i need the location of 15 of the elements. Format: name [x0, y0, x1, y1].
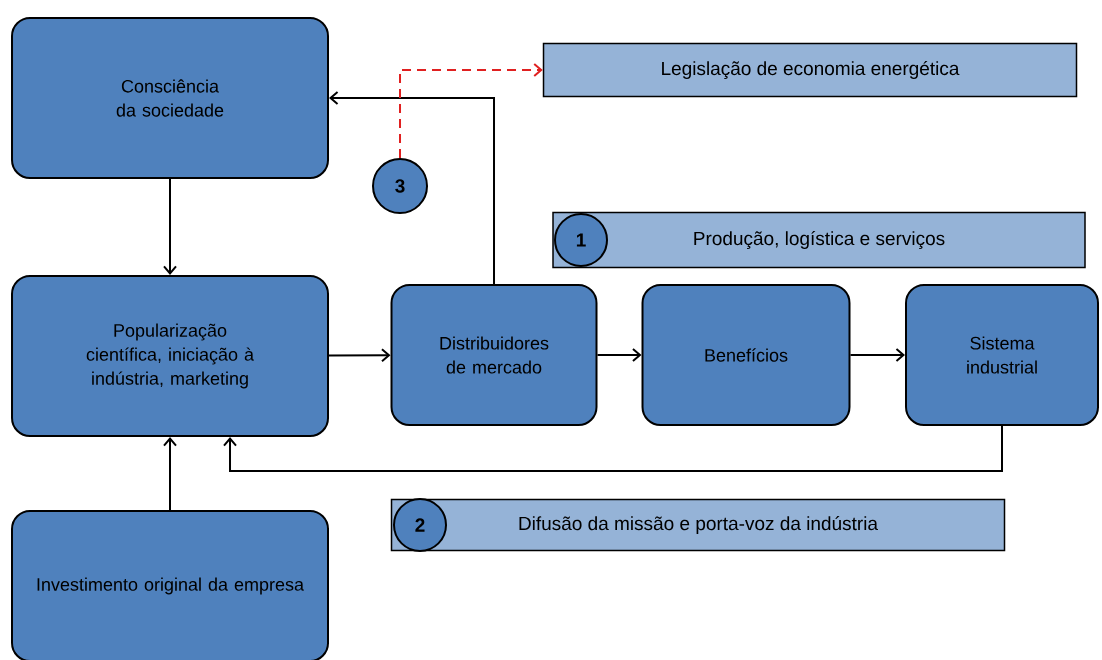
arrow	[596, 348, 642, 362]
arrow	[223, 425, 1003, 472]
arrow	[329, 91, 495, 285]
arrow	[399, 63, 543, 159]
arrow	[849, 348, 905, 362]
arrow	[163, 178, 177, 275]
process-box: Popularização científica, iniciação à indústria, marketing	[11, 275, 329, 437]
arrow	[328, 348, 391, 363]
process-box: Consciência da sociedade	[11, 17, 329, 179]
process-box: Benefícios	[641, 284, 851, 426]
arrow	[163, 437, 177, 511]
process-box: Distribuidores de mercado	[390, 284, 598, 426]
label-band: Legislação de economia energética	[542, 42, 1078, 98]
process-box: Investimento original da empresa	[11, 510, 329, 660]
process-box: Sistema industrial	[905, 284, 1099, 426]
